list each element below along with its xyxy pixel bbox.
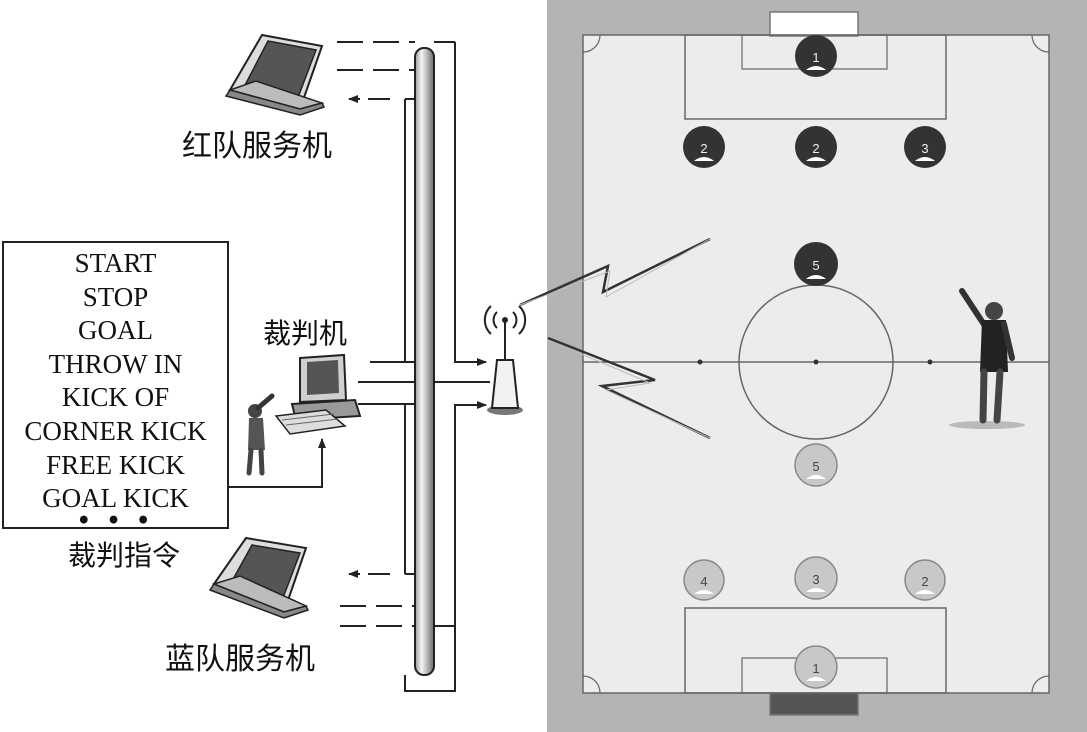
command-stop: STOP xyxy=(82,281,149,312)
mark-left xyxy=(697,359,703,365)
wireless-signal-lower xyxy=(547,336,711,440)
corner-arc-tl xyxy=(582,34,601,53)
light-player: 3 xyxy=(794,556,838,600)
referee-pc-label: 裁判机 xyxy=(263,317,348,350)
blue-server-laptop-icon xyxy=(208,536,310,619)
field-referee-figure xyxy=(949,288,1025,429)
commands-more-ellipsis: • • • xyxy=(76,507,155,534)
light-player: 2 xyxy=(904,559,946,601)
svg-text:4: 4 xyxy=(700,574,707,589)
dark-player: 2 xyxy=(795,126,837,168)
dark-player: 2 xyxy=(683,126,725,168)
network-bus xyxy=(414,47,435,676)
dark-player: 5 xyxy=(794,242,838,286)
svg-text:1: 1 xyxy=(812,50,819,65)
dark-team-players: 1 2 2 3 5 xyxy=(683,35,946,286)
dark-player: 3 xyxy=(904,126,946,168)
referee-pc-connections xyxy=(229,42,490,488)
bottom-goal xyxy=(769,692,859,716)
wireless-access-point xyxy=(483,305,527,415)
command-free-kick: FREE KICK xyxy=(46,449,185,480)
referee-operator-figure xyxy=(246,393,275,476)
blue-server-connections xyxy=(340,401,487,692)
command-start: START xyxy=(74,248,157,278)
red-server-laptop-icon xyxy=(224,33,326,116)
light-player: 1 xyxy=(794,645,838,689)
command-throw-in: THROW IN xyxy=(48,348,183,379)
referee-commands-caption: 裁判指令 xyxy=(68,539,181,572)
svg-text:3: 3 xyxy=(921,141,928,156)
light-team-players: 5 4 3 2 1 xyxy=(683,443,946,689)
corner-arc-tr xyxy=(1031,34,1050,53)
wireless-signal-upper xyxy=(519,237,711,307)
light-player: 5 xyxy=(794,443,838,487)
light-player: 4 xyxy=(683,559,725,601)
command-kick-of: KICK OF xyxy=(61,382,170,413)
corner-arc-bl xyxy=(582,675,601,694)
svg-text:2: 2 xyxy=(700,141,707,156)
svg-text:5: 5 xyxy=(812,459,819,474)
center-spot xyxy=(813,359,819,365)
svg-text:1: 1 xyxy=(812,661,819,676)
command-goal: GOAL xyxy=(78,315,153,346)
referee-commands-box: START STOP GOAL THROW IN KICK OF CORNER … xyxy=(2,241,229,534)
referee-computer-icon xyxy=(274,353,362,435)
svg-text:2: 2 xyxy=(812,141,819,156)
command-goal-kick: GOAL KICK xyxy=(42,483,189,514)
corner-arc-br xyxy=(1031,675,1050,694)
red-server-label: 红队服务机 xyxy=(182,129,332,164)
dark-player: 1 xyxy=(795,35,837,77)
mark-right xyxy=(927,359,933,365)
red-server-connections xyxy=(337,41,455,363)
blue-server-label: 蓝队服务机 xyxy=(165,642,315,677)
command-corner-kick: CORNER KICK xyxy=(24,415,207,446)
svg-text:5: 5 xyxy=(812,258,819,273)
top-goal xyxy=(769,11,859,37)
svg-text:2: 2 xyxy=(921,574,928,589)
svg-text:3: 3 xyxy=(812,572,819,587)
